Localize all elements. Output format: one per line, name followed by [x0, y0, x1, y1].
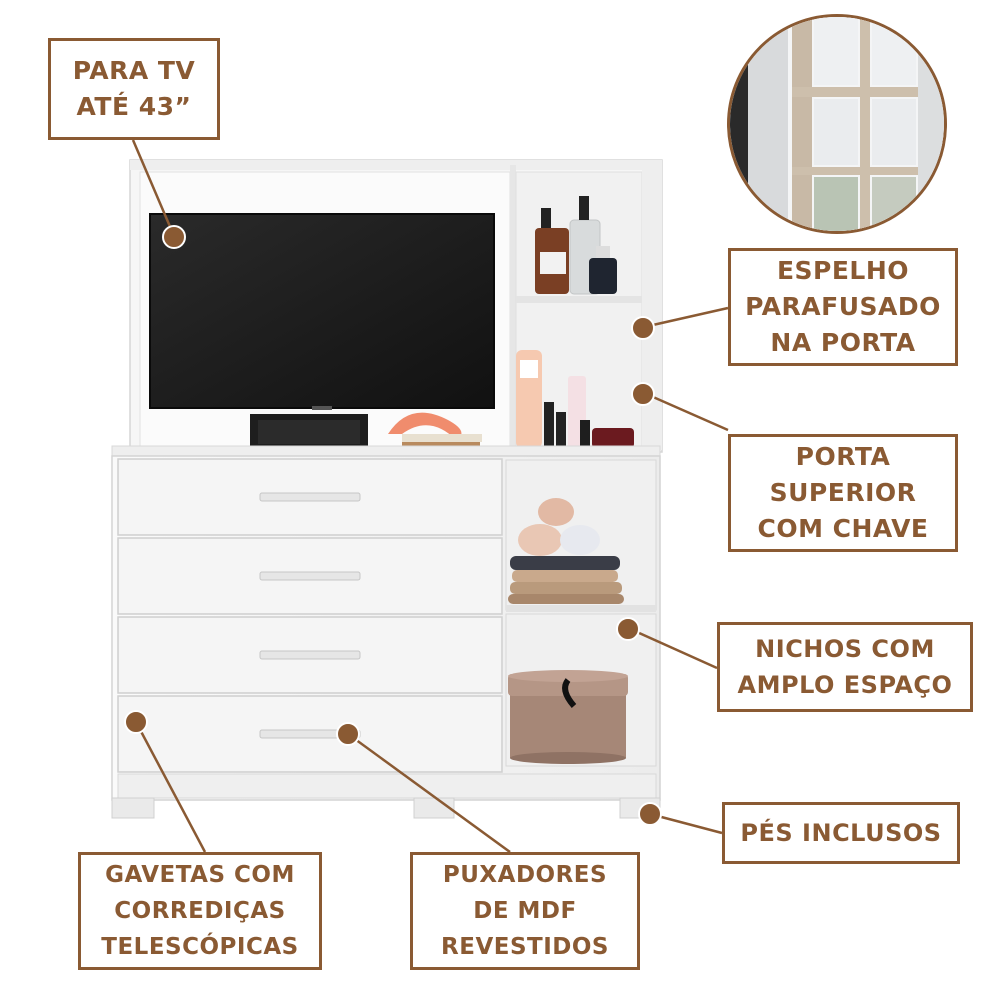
- callout-tv-line-2: ATÉ 43”: [76, 92, 192, 121]
- callout-porta: PORTA SUPERIOR COM CHAVE: [728, 434, 958, 552]
- callout-nichos-line-2: AMPLO ESPAÇO: [737, 671, 953, 699]
- callout-porta-line-3: COM CHAVE: [757, 514, 929, 543]
- callout-espelho-line-2: PARAFUSADO: [745, 292, 941, 321]
- callout-porta-line-1: PORTA: [795, 442, 891, 471]
- callout-tv: PARA TV ATÉ 43”: [48, 38, 220, 140]
- foot-left: [111, 797, 155, 819]
- hat-box: [508, 670, 628, 764]
- callout-espelho-line-1: ESPELHO: [776, 256, 910, 285]
- dot-pes: [638, 802, 662, 826]
- callout-gavetas-line-2: CORREDIÇAS: [114, 898, 286, 924]
- callout-gavetas-line-3: TELESCÓPICAS: [101, 934, 299, 960]
- callout-pes-line-1: PÉS INCLUSOS: [740, 819, 942, 847]
- window-reflection: [730, 17, 944, 231]
- tv: [149, 213, 495, 410]
- dot-espelho: [631, 316, 655, 340]
- callout-puxadores-line-2: DE MDF: [473, 898, 577, 924]
- dot-gavetas: [124, 710, 148, 734]
- callout-tv-line-1: PARA TV: [72, 56, 196, 85]
- dot-tv: [162, 225, 186, 249]
- dot-porta: [631, 382, 655, 406]
- callout-puxadores-line-1: PUXADORES: [442, 862, 608, 888]
- callout-espelho: ESPELHO PARAFUSADO NA PORTA: [728, 248, 958, 366]
- ornament: [388, 412, 462, 440]
- callout-gavetas-line-1: GAVETAS COM: [105, 862, 295, 888]
- towels: [508, 498, 624, 604]
- bottles-top-shelf: [535, 196, 617, 295]
- callout-gavetas: GAVETAS COM CORREDIÇAS TELESCÓPICAS: [78, 852, 322, 970]
- callout-porta-line-2: SUPERIOR: [769, 478, 917, 507]
- callout-nichos-line-1: NICHOS COM: [755, 635, 935, 663]
- callout-nichos: NICHOS COM AMPLO ESPAÇO: [717, 622, 973, 712]
- callout-pes: PÉS INCLUSOS: [722, 802, 960, 864]
- dot-puxadores: [336, 722, 360, 746]
- dot-nichos: [616, 617, 640, 641]
- drawer-4: [117, 695, 503, 773]
- callout-puxadores: PUXADORES DE MDF REVESTIDOS: [410, 852, 640, 970]
- leader-lines: [131, 139, 729, 854]
- mirror-detail: [727, 14, 947, 234]
- callout-puxadores-line-3: REVESTIDOS: [441, 934, 609, 960]
- cosmetics: [516, 350, 634, 448]
- callout-espelho-line-3: NA PORTA: [770, 328, 916, 357]
